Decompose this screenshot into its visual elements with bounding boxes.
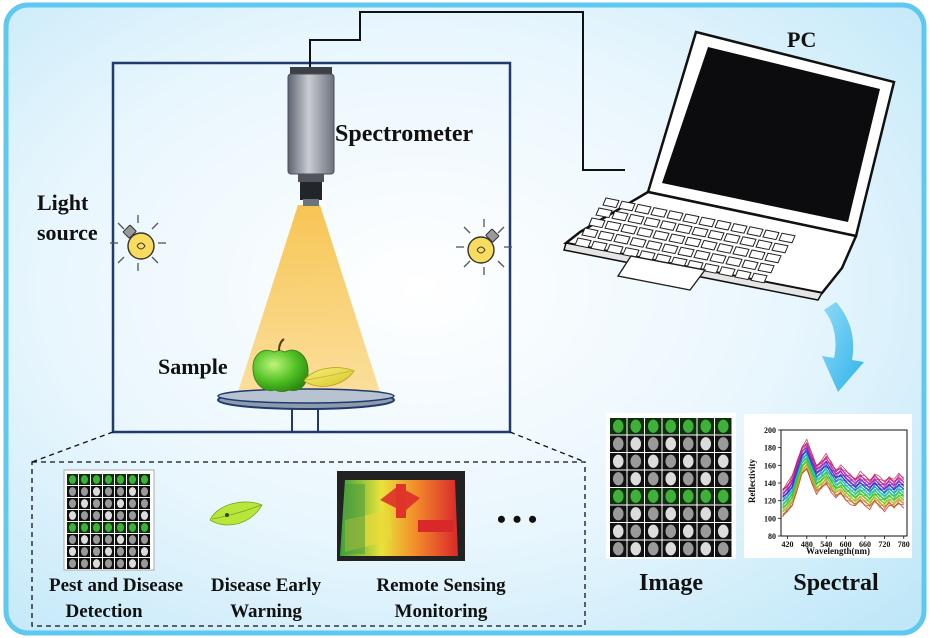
x-tick-label: 600 <box>840 540 852 549</box>
pest-detection-thumbnail <box>63 469 155 571</box>
application-panel <box>31 431 586 627</box>
spectral-series-line <box>782 452 905 502</box>
y-tick-label: 100 <box>764 514 776 523</box>
data-cable <box>309 11 625 171</box>
y-tick-label: 140 <box>764 479 776 488</box>
leaf-sample-icon <box>303 367 355 387</box>
disease-warning-label-line1: Disease Early <box>211 575 322 596</box>
spectral-series-line <box>782 438 905 491</box>
spectrometer-label: Spectrometer <box>335 121 474 147</box>
y-tick-label: 80 <box>768 532 776 541</box>
pest-detection-label-line2: Detection <box>65 601 142 622</box>
flow-arrow <box>822 302 864 392</box>
spectrometer-icon <box>287 67 335 206</box>
light-beam <box>238 205 380 392</box>
disease-warning-label-line2: Warning <box>230 601 302 622</box>
laptop-icon <box>563 30 896 301</box>
y-tick-label: 120 <box>764 497 776 506</box>
light-bulb-left-icon <box>110 215 166 271</box>
light-source-label-line2: source <box>37 220 98 245</box>
chart-y-axis-label: Reflectivity <box>747 459 757 503</box>
spectral-series-line <box>782 454 904 501</box>
remote-sensing-label-line2: Monitoring <box>395 601 488 622</box>
chart-x-axis-label: Wavelength(nm) <box>806 546 870 556</box>
light-bulb-right-icon <box>456 219 512 275</box>
x-tick-label: 660 <box>859 540 871 549</box>
y-tick-label: 180 <box>764 444 776 453</box>
image-label: Image <box>639 570 703 596</box>
x-tick-label: 720 <box>878 540 890 549</box>
remote-sensing-thumbnail <box>337 471 465 561</box>
remote-sensing-label-line1: Remote Sensing <box>376 575 506 596</box>
spectral-series-line <box>782 465 904 511</box>
spectral-label: Spectral <box>793 570 879 596</box>
more-ellipsis: • • • <box>497 505 537 534</box>
disease-warning-leaf-icon <box>209 501 263 526</box>
spectral-series-line <box>782 446 904 494</box>
hyperspectral-image-grid <box>606 413 736 559</box>
x-tick-label: 780 <box>898 540 910 549</box>
light-source-label-line1: Light <box>37 190 89 215</box>
y-tick-label: 160 <box>764 461 776 470</box>
x-tick-label: 420 <box>781 540 793 549</box>
x-tick-label: 480 <box>801 540 813 549</box>
apple-icon <box>252 338 309 392</box>
spectral-chart: 420 480 540 600 660 720 780 80 100 120 140 160 180 2… <box>744 414 912 558</box>
x-tick-label: 540 <box>820 540 832 549</box>
pest-detection-label-line1: Pest and Disease <box>49 575 183 596</box>
sample-stage <box>217 388 395 433</box>
y-tick-label: 200 <box>764 426 776 435</box>
spectral-series-line <box>782 463 905 513</box>
pc-label: PC <box>787 27 816 52</box>
sample-label: Sample <box>158 354 228 379</box>
